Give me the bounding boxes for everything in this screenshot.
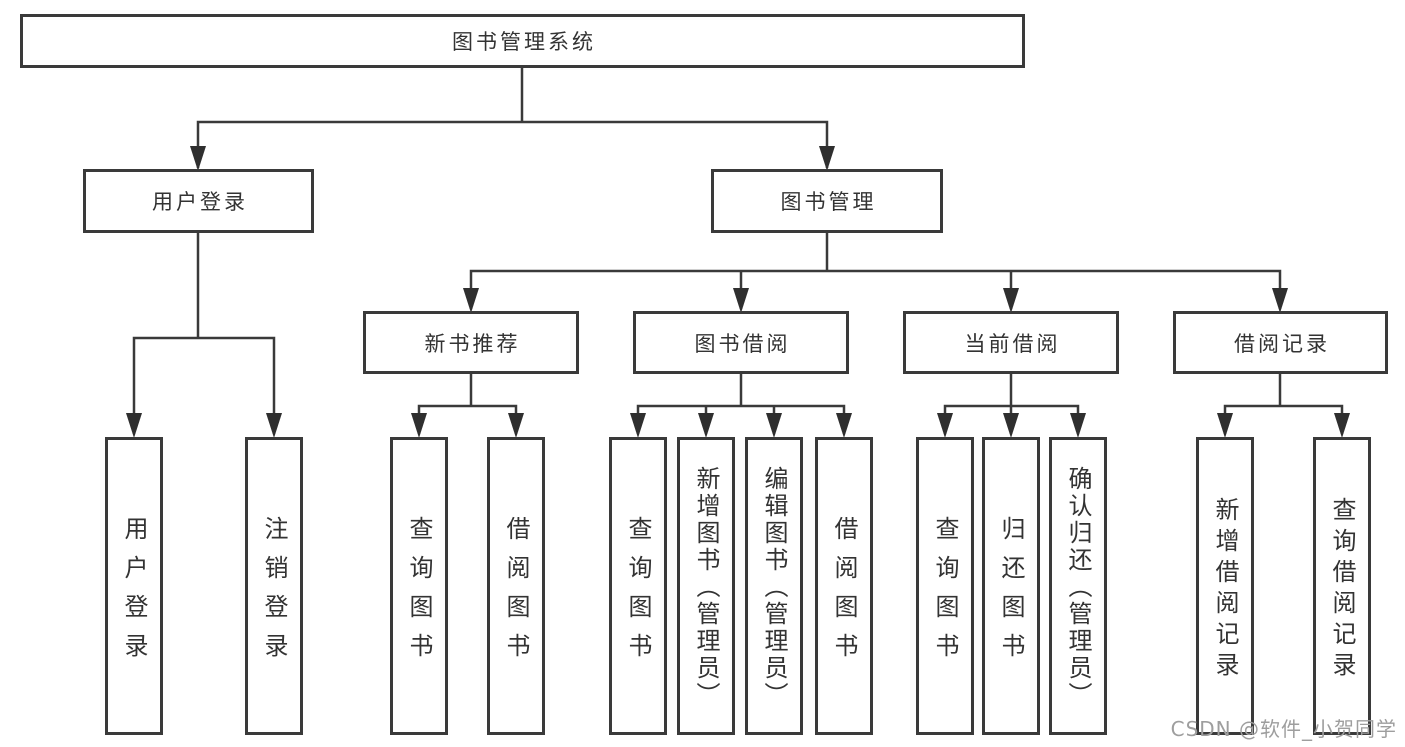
node-new-book-recommend: 新书推荐 <box>363 311 579 374</box>
arrow-icon <box>733 288 749 313</box>
node-label: 查询图书 <box>405 515 433 672</box>
node-label: 借阅记录 <box>1234 331 1330 356</box>
arrow-icon <box>698 413 714 438</box>
arrow-icon <box>411 413 427 438</box>
node-label: 查询图书 <box>931 515 959 672</box>
node-label: 确认归还（管理员） <box>1064 466 1092 709</box>
node-label: 图书管理系统 <box>452 30 596 54</box>
arrow-icon <box>190 146 206 171</box>
arrow-icon <box>463 288 479 313</box>
node-book-borrow: 图书借阅 <box>633 311 849 374</box>
node-label: 图书借阅 <box>694 331 791 356</box>
edge-current-borrow-to-leaves <box>943 374 1080 434</box>
leaf-edit-book-admin: 编辑图书（管理员） <box>745 437 803 735</box>
leaf-return-book: 归还图书 <box>982 437 1040 735</box>
arrow-icon <box>266 413 282 438</box>
leaf-add-borrow-record: 新增借阅记录 <box>1196 437 1254 735</box>
node-current-borrow: 当前借阅 <box>903 311 1119 374</box>
arrow-icon <box>766 413 782 438</box>
arrow-icon <box>1003 413 1019 438</box>
node-label: 新书推荐 <box>424 331 521 356</box>
edge-borrow-records-to-leaves <box>1223 374 1344 434</box>
leaf-user-login: 用户登录 <box>105 437 163 735</box>
arrow-icon <box>1272 288 1288 313</box>
node-label: 查询图书 <box>624 515 652 672</box>
arrow-icon <box>819 146 835 171</box>
edge-user-login-to-leaves <box>132 233 276 434</box>
leaf-confirm-return-admin: 确认归还（管理员） <box>1049 437 1107 735</box>
edge-new-book-to-leaves <box>417 374 518 434</box>
leaf-query-books-recommend: 查询图书 <box>390 437 448 735</box>
node-label: 图书管理 <box>780 190 877 214</box>
leaf-query-borrow-record: 查询借阅记录 <box>1313 437 1371 735</box>
node-book-management: 图书管理 <box>711 169 943 233</box>
node-label: 当前借阅 <box>964 331 1061 356</box>
node-label: 新增图书（管理员） <box>692 466 720 709</box>
node-label: 借阅图书 <box>502 515 530 672</box>
arrow-icon <box>1070 413 1086 438</box>
arrow-icon <box>1334 413 1350 438</box>
arrow-icon <box>1003 288 1019 313</box>
node-label: 注销登录 <box>260 515 288 672</box>
node-label: 归还图书 <box>997 515 1025 672</box>
node-label: 用户登录 <box>120 515 148 672</box>
leaf-query-books-current: 查询图书 <box>916 437 974 735</box>
leaf-borrow-books: 借阅图书 <box>815 437 873 735</box>
arrow-icon <box>1217 413 1233 438</box>
node-borrow-records: 借阅记录 <box>1173 311 1388 374</box>
leaf-logout: 注销登录 <box>245 437 303 735</box>
arrow-icon <box>508 413 524 438</box>
node-root: 图书管理系统 <box>20 14 1025 68</box>
node-label: 新增借阅记录 <box>1211 496 1239 683</box>
arrow-icon <box>630 413 646 438</box>
arrow-icon <box>937 413 953 438</box>
leaf-borrow-books-recommend: 借阅图书 <box>487 437 545 735</box>
arrow-icon <box>126 413 142 438</box>
node-user-login: 用户登录 <box>83 169 314 233</box>
node-label: 查询借阅记录 <box>1328 496 1356 683</box>
node-label: 用户登录 <box>152 190 248 214</box>
edge-book-management-to-level3 <box>469 233 1282 309</box>
csdn-watermark: CSDN @软件_小贺同学 <box>1170 717 1397 741</box>
leaf-query-books-borrow: 查询图书 <box>609 437 667 735</box>
edge-root-to-level2 <box>196 68 829 168</box>
leaf-add-book-admin: 新增图书（管理员） <box>677 437 735 735</box>
arrow-icon <box>836 413 852 438</box>
edge-book-borrow-to-leaves <box>636 374 846 434</box>
node-label: 编辑图书（管理员） <box>760 466 788 709</box>
node-label: 借阅图书 <box>830 515 858 672</box>
